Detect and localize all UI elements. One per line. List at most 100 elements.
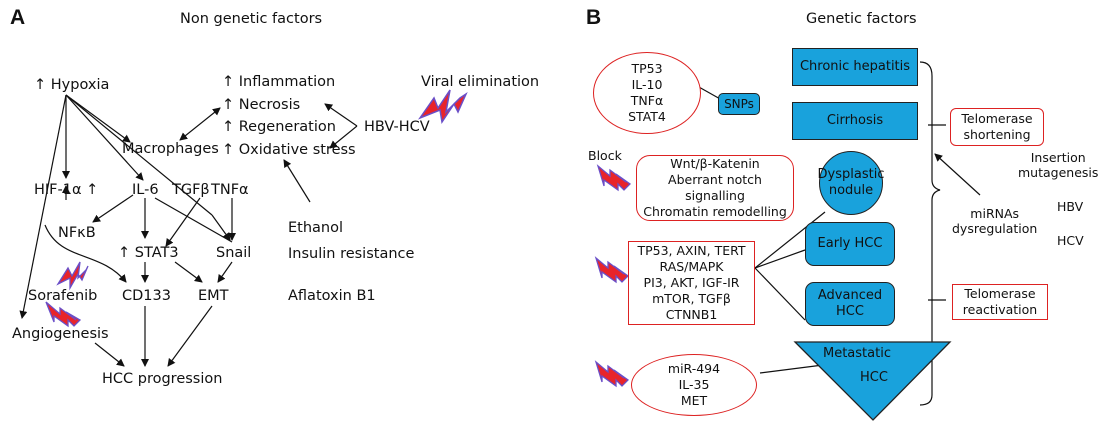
snail-label: Snail xyxy=(216,245,252,261)
insertion-line: mutagenesis xyxy=(1018,165,1099,180)
panel-b-letter: B xyxy=(586,6,602,29)
mutated-gene: TP53, AXIN, TERT xyxy=(637,243,746,258)
arrow-stat3-emt xyxy=(174,261,203,283)
mirna-genes-ellipse: miR-494 IL-35 MET xyxy=(631,354,757,416)
metastatic-hcc-label: HCC xyxy=(860,370,888,385)
mutated-gene: PI3, AKT, IGF-IR xyxy=(643,275,740,290)
block-label: Block xyxy=(588,148,622,163)
stat3-label: ↑ STAT3 xyxy=(118,245,179,261)
telomerase-shortening-box: Telomerase shortening xyxy=(950,108,1044,146)
arrow-macrophages-inflammation xyxy=(179,107,221,141)
metastatic-hcc-triangle xyxy=(793,341,952,421)
snp-gene: STAT4 xyxy=(628,109,666,124)
dysplastic-nodule-circle: Dysplastic nodule xyxy=(817,151,885,215)
line-mut-dysplastic xyxy=(754,211,826,269)
mutated-gene: CTNNB1 xyxy=(665,307,718,322)
telomerase-shortening-line: Telomerase xyxy=(961,111,1033,126)
mirnas-line: miRNAs xyxy=(970,206,1020,221)
emt-label: EMT xyxy=(198,288,229,304)
telomerase-reactivation-box: Telomerase reactivation xyxy=(952,284,1048,320)
line-il6-snail xyxy=(154,197,233,243)
pathway-item: Chromatin remodelling xyxy=(643,204,787,219)
line-hypoxia-snail xyxy=(65,94,213,216)
panel-a-letter: A xyxy=(10,6,26,29)
arrow-emt-hcc xyxy=(167,305,213,367)
viral-elimination-label: Viral elimination xyxy=(421,74,540,90)
arrow-tgfb-stat3 xyxy=(165,197,201,247)
arrow-hif-cd133 xyxy=(44,224,127,283)
early-hcc-box: Early HCC xyxy=(805,222,895,266)
hcc-progression-label: HCC progression xyxy=(102,371,223,387)
hcv-label: HCV xyxy=(1057,233,1084,248)
arrow-to-snail xyxy=(211,214,231,241)
panel-a-title: Non genetic factors xyxy=(180,11,323,27)
arrow-ethanol-oxidative xyxy=(283,159,311,203)
inflammation-label: ↑ Inflammation xyxy=(222,74,336,90)
panel-b-title: Genetic factors xyxy=(806,11,917,27)
dysplastic-nodule-line: Dysplastic xyxy=(817,167,885,182)
regeneration-label: ↑ Regeneration xyxy=(222,119,336,135)
lightning-icon-viral xyxy=(417,89,468,124)
lightning-icon-sorafenib xyxy=(56,261,89,291)
mutated-gene: mTOR, TGFβ xyxy=(652,291,731,306)
telomerase-shortening-line: shortening xyxy=(963,127,1031,142)
telomerase-reactivation-line: reactivation xyxy=(962,302,1038,317)
line-mut-advanced xyxy=(754,267,806,321)
ethanol-label: Ethanol xyxy=(288,220,344,236)
telomerase-reactivation-line: Telomerase xyxy=(964,286,1036,301)
arrow-hbv-insertion xyxy=(934,153,981,196)
lightning-icon-mirna xyxy=(594,360,630,388)
snps-box: SNPs xyxy=(718,93,760,115)
brace-right xyxy=(919,61,941,406)
nfkb-label: NFκB xyxy=(58,225,96,241)
insulin-resistance-label: Insulin resistance xyxy=(288,246,415,262)
arrow-hypoxia-angiogenesis xyxy=(19,94,67,319)
hbv-hcv-label: HBV-HCV xyxy=(364,119,430,135)
hbv-label: HBV xyxy=(1057,199,1084,214)
mirna-gene: IL-35 xyxy=(678,377,710,392)
necrosis-label: ↑ Necrosis xyxy=(222,97,301,113)
oxidative-stress-label: ↑ Oxidative stress xyxy=(222,142,356,158)
aflatoxin-label: Aflatoxin B1 xyxy=(288,288,376,304)
sorafenib-label: Sorafenib xyxy=(28,288,98,304)
arrow-hypoxia-macrophages xyxy=(65,94,131,143)
chronic-hepatitis-box: Chronic hepatitis xyxy=(792,48,918,86)
lightning-icon-angiogenesis xyxy=(45,301,82,328)
metastatic-label: Metastatic xyxy=(823,346,891,361)
arrow-hypoxia-il6 xyxy=(65,94,144,181)
insertion-mutagenesis-label: Insertion mutagenesis xyxy=(1018,150,1098,180)
cirrhosis-box: Cirrhosis xyxy=(792,102,918,140)
line-mut-early xyxy=(754,249,806,269)
line-mirna-metastatic xyxy=(759,364,824,374)
insertion-line: Insertion xyxy=(1030,150,1086,165)
arrow-angiogenesis-hcc xyxy=(94,342,125,367)
mutated-genes-box: TP53, AXIN, TERT RAS/MAPK PI3, AKT, IGF-… xyxy=(628,241,755,325)
lightning-icon-block xyxy=(596,164,632,192)
snp-gene: TNFα xyxy=(630,93,664,108)
tgfb-label: TGFβ xyxy=(172,182,210,198)
mirnas-dysregulation-label: miRNAs dysregulation xyxy=(952,206,1037,236)
il6-label: IL-6 xyxy=(132,182,159,198)
arrow-hbv-oxidative xyxy=(329,125,358,149)
pathway-item: Wnt/β-Katenin xyxy=(670,156,760,171)
cd133-label: CD133 xyxy=(122,288,171,304)
snp-gene: TP53 xyxy=(631,61,663,76)
advanced-hcc-box: Advanced HCC xyxy=(805,282,895,326)
hypoxia-label: ↑ Hypoxia xyxy=(34,77,110,93)
snp-genes-ellipse: TP53 IL-10 TNFα STAT4 xyxy=(593,52,701,134)
dysplastic-nodule-line: nodule xyxy=(828,183,874,198)
arrow-snail-emt xyxy=(217,261,233,283)
mirna-gene: MET xyxy=(680,393,708,408)
angiogenesis-label: Angiogenesis xyxy=(12,326,109,342)
lightning-icon-mutations xyxy=(594,256,630,284)
snp-gene: IL-10 xyxy=(631,77,663,92)
macrophages-label: Macrophages xyxy=(122,141,219,157)
mirna-gene: miR-494 xyxy=(667,361,721,376)
pathway-item: Aberrant notch signalling xyxy=(668,172,762,203)
tnfa-label: TNFα xyxy=(211,182,249,198)
mirnas-line: dysregulation xyxy=(952,221,1038,236)
pathways-box: Wnt/β-Katenin Aberrant notch signalling … xyxy=(636,155,794,221)
hif-label: HIF-1α ↑ xyxy=(34,182,99,198)
arrow-il6-nfkb xyxy=(92,194,134,223)
